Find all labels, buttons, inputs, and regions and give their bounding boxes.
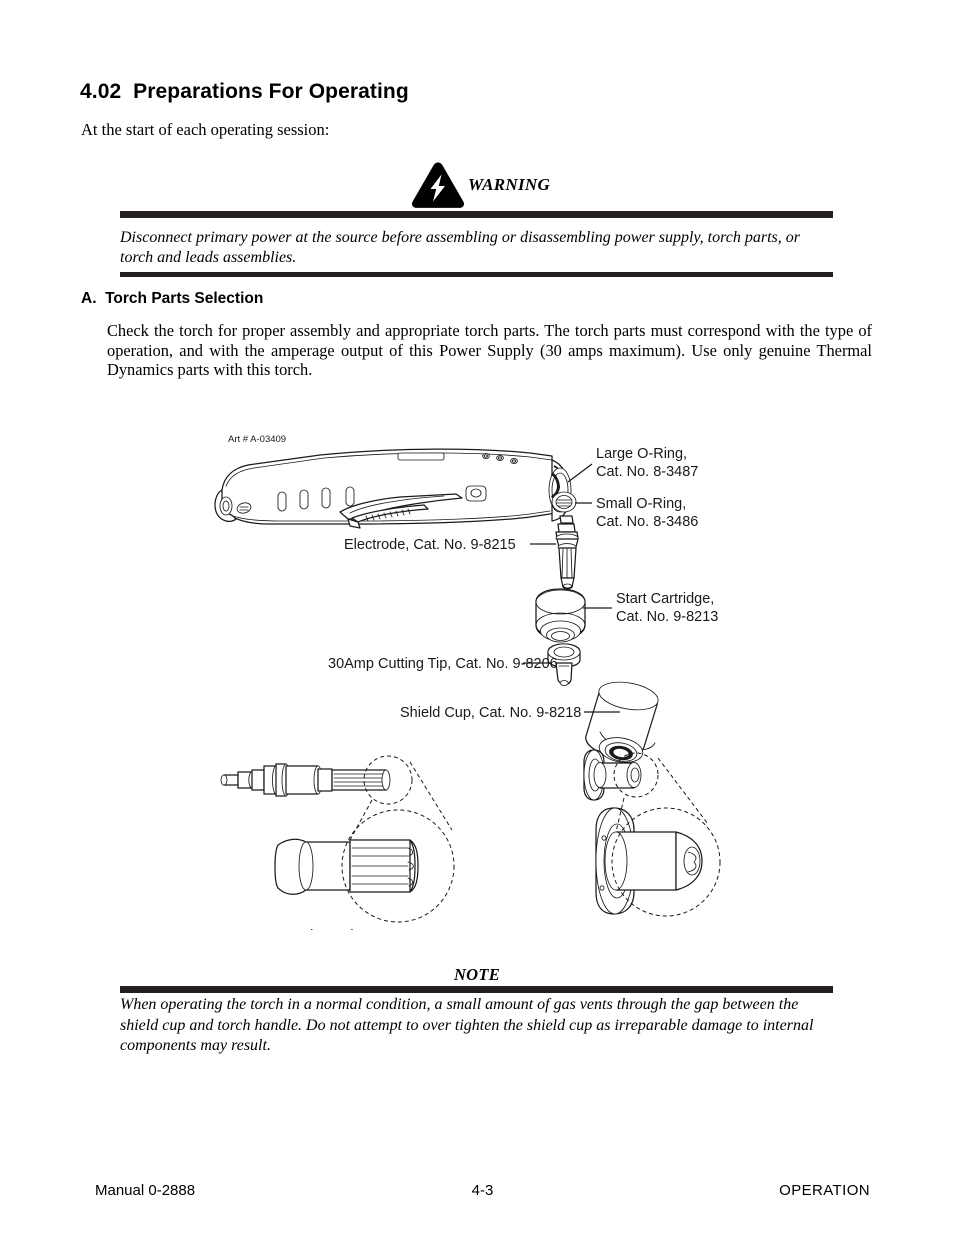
note-text: When operating the torch in a normal con… [120, 996, 814, 1054]
callout-shield-cup: Shield Cup, Cat. No. 9-8218 [400, 705, 581, 721]
worn-tip-detail: Worn Tip [583, 749, 721, 917]
warning-text: Disconnect primary power at the source b… [120, 229, 800, 266]
cutting-tip-part [547, 643, 581, 686]
intro-text: At the start of each operating session: [81, 120, 330, 139]
torch-exploded-diagram: .ln { fill:none; stroke:#1a1a1a; stroke-… [214, 434, 721, 930]
art-number-label: Art # A-03409 [228, 434, 286, 445]
electrode-part [555, 515, 579, 590]
footer-manual: Manual 0-2888 [95, 1182, 196, 1199]
warning-label: WARNING [468, 175, 551, 194]
page-title: 4.02 Preparations For Operating [80, 80, 409, 103]
torch-handle-illustration [214, 448, 577, 529]
worn-electrode-label: Worn Electrode [262, 928, 362, 930]
worn-electrode-detail: Worn Electrode [220, 755, 455, 930]
large-o-ring-leader [567, 463, 593, 483]
shield-cup-part [585, 681, 659, 763]
warning-rule-top [120, 211, 833, 218]
note-rule-top [120, 986, 833, 993]
callout-large-o-ring-line1: Large O-Ring, [596, 446, 687, 462]
callout-small-o-ring-line1: Small O-Ring, [596, 496, 686, 512]
subsection-heading: A. Torch Parts Selection [81, 290, 264, 307]
subsection-body: Check the torch for proper assembly and … [107, 321, 872, 379]
warning-lightning-triangle-icon [411, 162, 465, 208]
footer-chapter: OPERATION [779, 1182, 870, 1199]
callout-large-o-ring-line2: Cat. No. 8-3487 [596, 464, 698, 480]
callout-small-o-ring-line2: Cat. No. 8-3486 [596, 514, 698, 530]
warning-badge: WARNING [410, 160, 640, 210]
warning-rule-bottom [120, 272, 833, 277]
start-cartridge-part [535, 588, 586, 643]
note-label: NOTE [453, 965, 501, 984]
torch-parts-figure: .ln { fill:none; stroke:#1a1a1a; stroke-… [200, 420, 780, 930]
callout-electrode: Electrode, Cat. No. 9-8215 [344, 537, 516, 553]
footer-page: 4-3 [471, 1182, 494, 1199]
callout-start-cartridge-line1: Start Cartridge, [616, 591, 714, 607]
callout-cutting-tip: 30Amp Cutting Tip, Cat. No. 9-8206 [328, 656, 558, 672]
callout-start-cartridge-line2: Cat. No. 9-8213 [616, 609, 718, 625]
page-footer: Manual 0-2888 4-3 OPERATION [95, 1182, 870, 1199]
